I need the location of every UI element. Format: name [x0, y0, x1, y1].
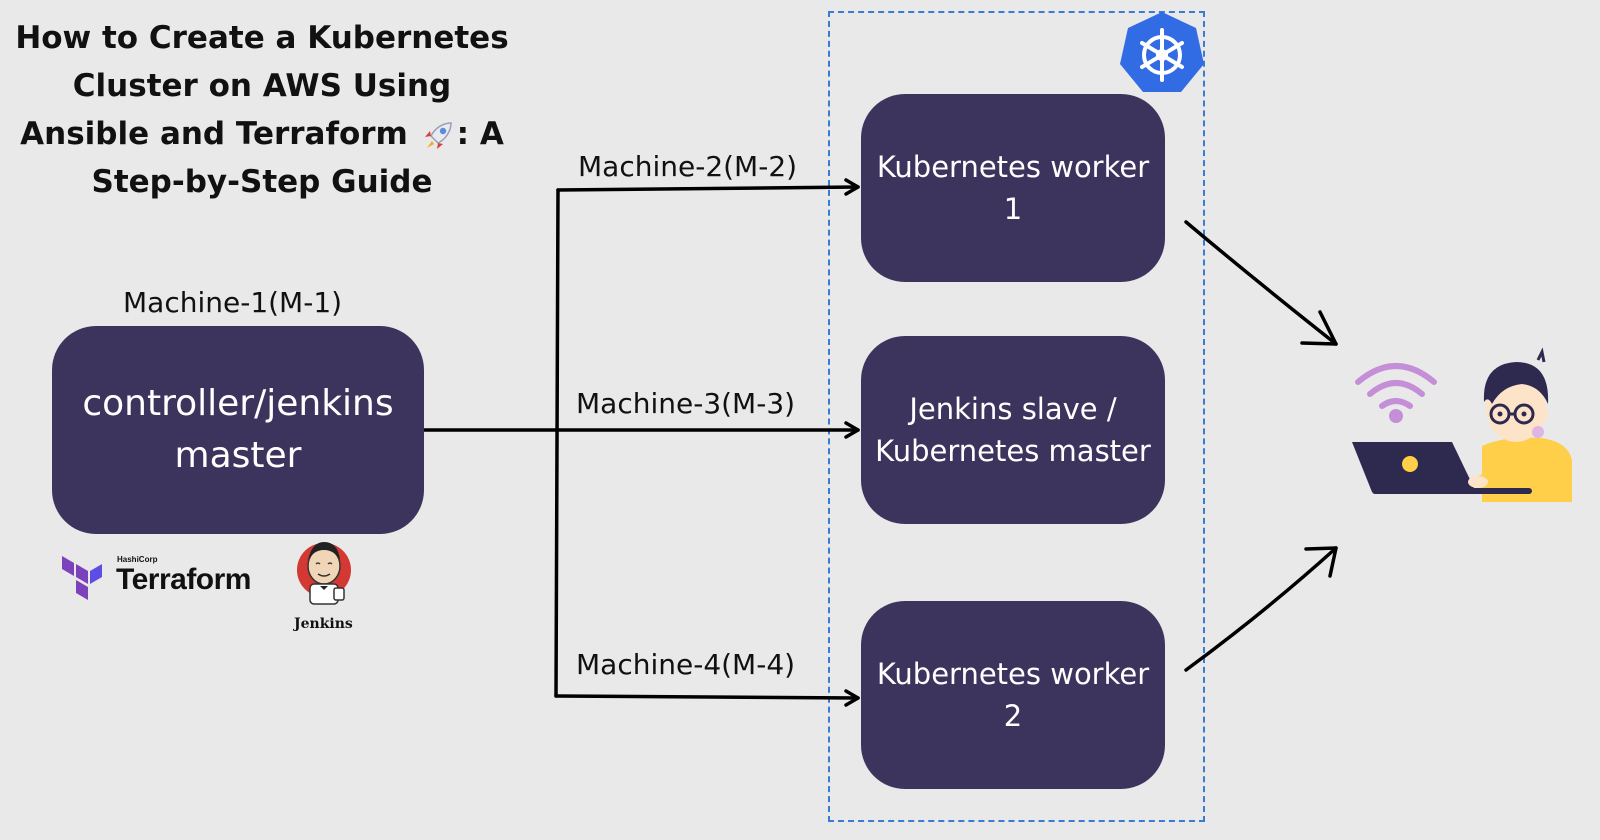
worker2-box-line-2: 2 — [1003, 699, 1023, 733]
machine-1-label: Machine-1(M-1) — [123, 286, 343, 319]
arrow-worker1-to-user — [1184, 220, 1338, 346]
terraform-name-label: Terraform — [116, 563, 251, 596]
master-box-line-1: Jenkins slave / — [909, 392, 1117, 426]
arrow-worker2-to-user — [1184, 546, 1338, 672]
title-line-3: Ansible and Terraform : A — [14, 110, 510, 158]
worker2-box-line-1: Kubernetes worker — [876, 657, 1150, 691]
jenkins-name-label: Jenkins — [294, 616, 353, 632]
controller-box-line-1: controller/jenkins — [82, 383, 394, 424]
user-laptop-icon — [1352, 347, 1572, 502]
title-line-1: How to Create a Kubernetes — [15, 20, 509, 56]
wifi-icon — [1355, 363, 1437, 409]
machine-2-label: Machine-2(M-2) — [578, 150, 798, 183]
kubernetes-icon — [1120, 12, 1204, 92]
rocket-icon — [424, 121, 452, 149]
arrowhead-worker1-user — [1300, 310, 1338, 346]
kubernetes-cluster-frame — [828, 11, 1205, 822]
page-title: How to Create a Kubernetes Cluster on AW… — [14, 14, 510, 206]
controller-jenkins-master-box: controller/jenkins master — [52, 326, 424, 534]
kubernetes-worker-2-box: Kubernetes worker 2 — [861, 601, 1165, 789]
title-line-3-end: : A — [456, 116, 504, 152]
machine-4-label: Machine-4(M-4) — [576, 648, 796, 681]
master-box-line-2: Kubernetes master — [875, 434, 1151, 468]
worker1-box-line-1: Kubernetes worker — [876, 150, 1150, 184]
branch-to-worker2 — [554, 694, 860, 700]
machine-3-label: Machine-3(M-3) — [576, 387, 796, 420]
arrowhead-worker2 — [844, 689, 860, 707]
title-line-3-start: Ansible and Terraform — [20, 116, 408, 152]
title-line-2: Cluster on AWS Using — [72, 68, 452, 104]
kubernetes-master-box: Jenkins slave / Kubernetes master — [861, 336, 1165, 524]
branch-to-worker1 — [556, 185, 860, 192]
terraform-vendor-label: HashiCorp — [117, 555, 158, 564]
arrowhead-master — [844, 421, 860, 439]
arrowhead-worker1 — [844, 178, 860, 196]
jenkins-icon — [297, 542, 351, 605]
kubernetes-worker-1-box: Kubernetes worker 1 — [861, 94, 1165, 282]
jenkins-logo: Jenkins — [290, 536, 358, 636]
worker1-box-line-2: 1 — [1003, 192, 1023, 226]
terraform-icon — [62, 556, 102, 600]
title-line-4: Step-by-Step Guide — [91, 164, 433, 200]
terraform-logo: HashiCorp Terraform — [62, 553, 258, 603]
controller-box-line-2: master — [174, 435, 302, 476]
arrowhead-worker2-user — [1304, 546, 1338, 578]
branch-vertical — [554, 188, 560, 698]
